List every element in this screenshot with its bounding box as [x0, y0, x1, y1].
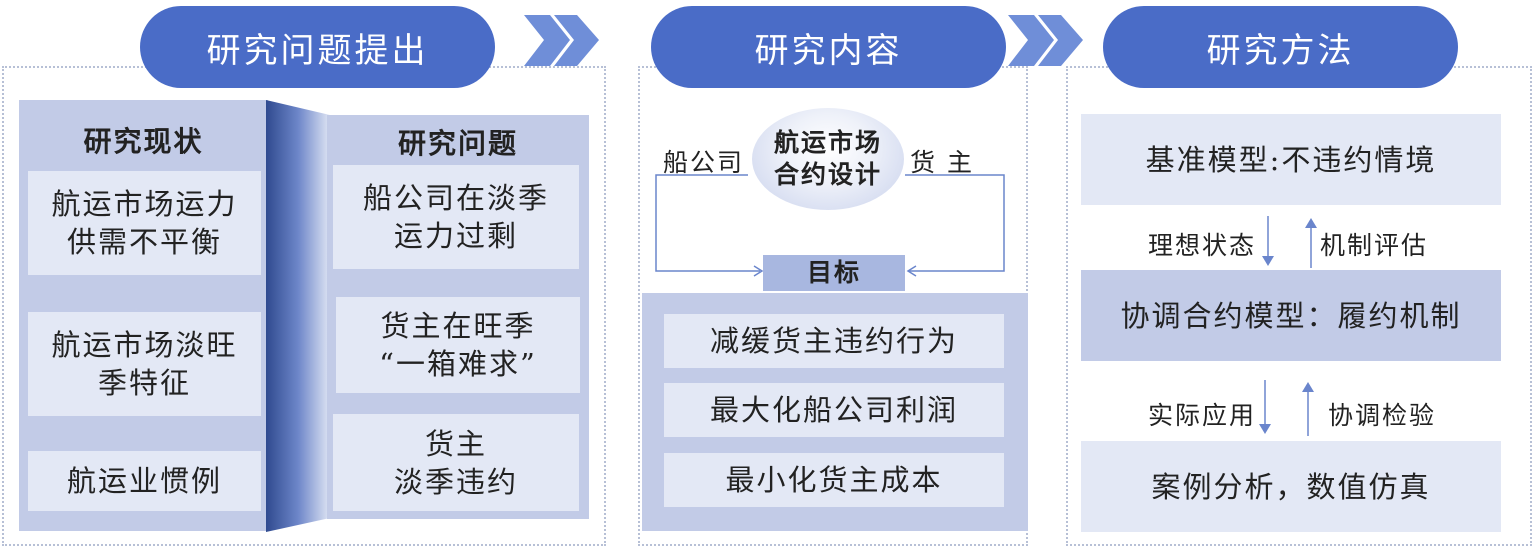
- arrow-down-icon: [1259, 380, 1271, 434]
- case-analysis-box: 案例分析，数值仿真: [1081, 441, 1501, 532]
- goal-item: 减缓货主违约行为: [664, 314, 1004, 368]
- cargo-owner-label: 货 主: [910, 148, 974, 177]
- problem-title: 研究问题提出: [140, 6, 495, 88]
- question-header: 研究问题: [397, 127, 518, 160]
- shipping-company-label: 船公司: [663, 148, 745, 177]
- connector-band: [266, 100, 330, 532]
- arrow-up-icon: [1305, 218, 1317, 268]
- coordination-test-label: 协调检验: [1328, 401, 1437, 430]
- chevron-arrow-icon: [1008, 15, 1083, 66]
- goal-item: 最大化船公司利润: [664, 383, 1004, 437]
- status-item: 航运市场运力供需不平衡: [28, 171, 261, 275]
- method-title: 研究方法: [1103, 6, 1458, 88]
- content-title: 研究内容: [651, 6, 1006, 88]
- status-item: 航运业惯例: [28, 451, 261, 511]
- question-item: 船公司在淡季运力过剩: [333, 165, 579, 269]
- question-item: 货主在旺季“一箱难求”: [336, 297, 580, 393]
- arrow-up-icon: [1302, 382, 1314, 436]
- arrow-down-icon: [1262, 216, 1274, 266]
- contract-design-ellipse: 航运市场 合约设计: [752, 108, 904, 210]
- baseline-model-box: 基准模型:不违约情境: [1081, 114, 1501, 205]
- status-header: 研究现状: [83, 125, 204, 158]
- goal-item: 最小化货主成本: [664, 453, 1004, 507]
- coordination-model-box: 协调合约模型：履约机制: [1081, 270, 1501, 361]
- mechanism-eval-label: 机制评估: [1320, 231, 1429, 260]
- goal-label: 目标: [763, 255, 905, 291]
- ideal-state-label: 理想状态: [1148, 231, 1257, 260]
- flow-lines: [655, 174, 1005, 277]
- question-item: 货主淡季违约: [333, 414, 579, 511]
- chevron-arrow-icon: [524, 15, 599, 66]
- practical-application-label: 实际应用: [1148, 401, 1257, 430]
- status-item: 航运市场淡旺季特征: [28, 312, 261, 416]
